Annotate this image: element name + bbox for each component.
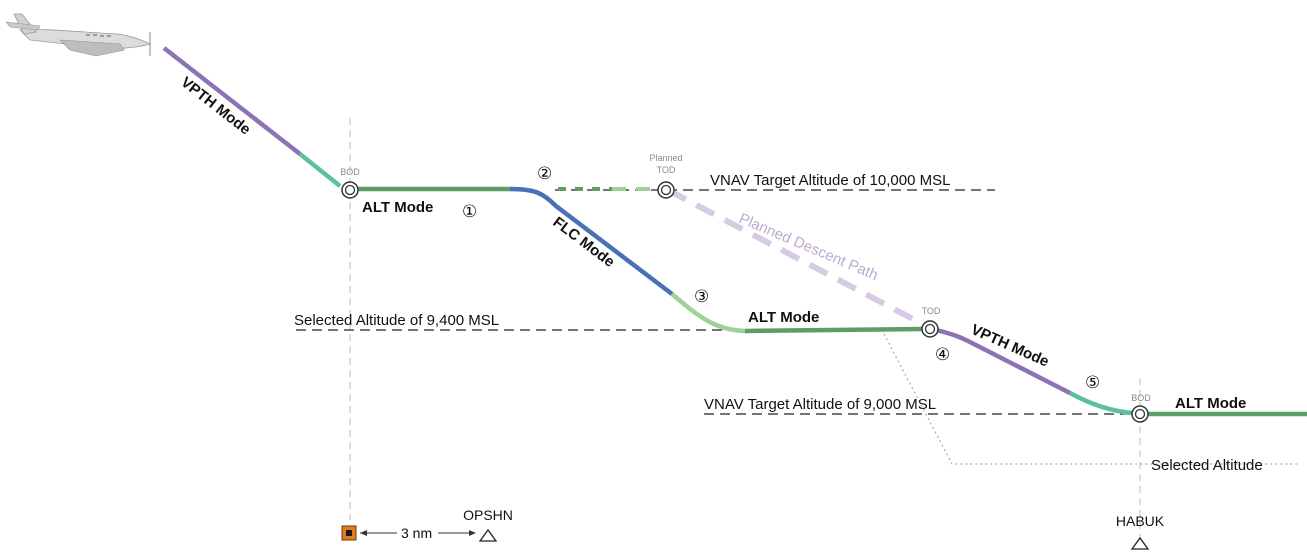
distance-label: 3 nm xyxy=(401,525,432,541)
arrowhead-left-icon xyxy=(360,530,367,536)
fix-opshn-label: OPSHN xyxy=(463,507,513,523)
planned-descent-path xyxy=(668,190,930,328)
callout-4: ④ xyxy=(935,345,950,365)
fix-opshn-triangle-icon xyxy=(480,530,496,541)
planned-tod-label-line1: Planned xyxy=(649,153,682,163)
vpth-mode-label-1: VPTH Mode xyxy=(178,74,254,139)
planned-descent-path-label: Planned Descent Path xyxy=(736,210,880,284)
bod-waypoint-1 xyxy=(342,182,358,198)
selected-9400-label: Selected Altitude of 9,400 MSL xyxy=(294,312,499,329)
callout-1: ① xyxy=(462,202,477,222)
callout-2: ② xyxy=(537,164,552,184)
position-marker-icon xyxy=(342,526,356,540)
planned-tod-label-line2: TOD xyxy=(657,165,676,175)
alt-mode-label-2: ALT Mode xyxy=(748,309,819,326)
callout-3: ③ xyxy=(694,287,709,307)
aircraft-icon xyxy=(6,14,150,56)
alt-mode-label-1: ALT Mode xyxy=(362,199,433,216)
bod-label-1: BOD xyxy=(340,167,360,177)
bod-waypoint-2 xyxy=(1132,406,1148,422)
selected-altitude-label: Selected Altitude xyxy=(1151,457,1263,474)
alt-mode-label-3: ALT Mode xyxy=(1175,395,1246,412)
tod-waypoint xyxy=(922,321,938,337)
callout-5: ⑤ xyxy=(1085,373,1100,393)
fix-habuk-triangle-icon xyxy=(1132,538,1148,549)
planned-tod-waypoint xyxy=(658,182,674,198)
transition-1 xyxy=(300,154,340,186)
fix-habuk-label: HABUK xyxy=(1116,513,1165,529)
flc-mode-label: FLC Mode xyxy=(550,214,618,271)
vnav-target-10000-label: VNAV Target Altitude of 10,000 MSL xyxy=(710,172,950,189)
bod-label-2: BOD xyxy=(1131,393,1151,403)
alt-level-2 xyxy=(745,329,924,331)
vnav-target-9000-label: VNAV Target Altitude of 9,000 MSL xyxy=(704,396,936,413)
tod-label: TOD xyxy=(922,306,941,316)
transition-2 xyxy=(1070,393,1132,413)
arrowhead-right-icon xyxy=(469,530,476,536)
vpth-descent-1 xyxy=(164,48,300,154)
